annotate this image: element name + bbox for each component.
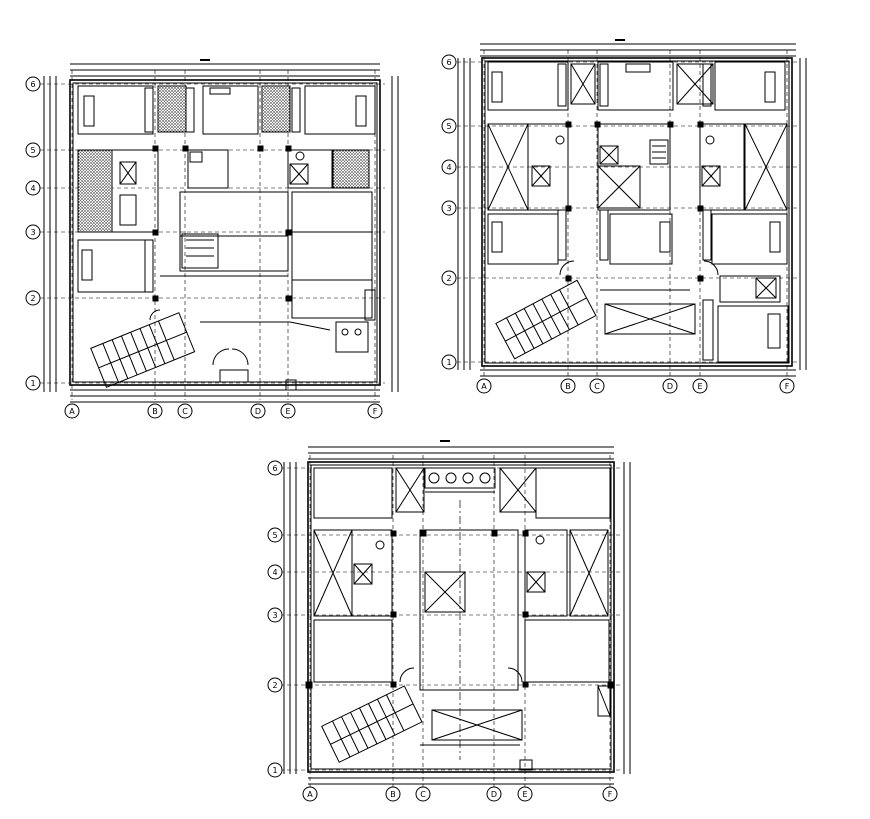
- axis-bubble-col-c-label: C: [420, 790, 426, 799]
- axis-bubble-col-f-label: F: [373, 407, 378, 416]
- axis-bubble-col-c-label: C: [594, 382, 600, 391]
- axis-bubble-col-f: F: [602, 786, 618, 802]
- axis-bubble-col-b-label: B: [390, 790, 396, 799]
- axis-bubble-col-f-label: F: [785, 382, 790, 391]
- axis-bubble-row-5-label: 5: [272, 531, 277, 540]
- axis-bubble-col-d-label: D: [667, 382, 673, 391]
- axis-bubble-col-c-label: C: [182, 407, 188, 416]
- axis-bubble-col-c: C: [415, 786, 431, 802]
- axis-bubble-row-1-label: 1: [272, 766, 277, 775]
- axis-bubble-row-3-label: 3: [272, 611, 277, 620]
- axis-bubble-row-1-label: 1: [446, 358, 451, 367]
- axis-bubble-row-6-label: 6: [272, 464, 277, 473]
- axis-bubble-col-d: D: [486, 786, 502, 802]
- axis-bubble-col-a: A: [476, 378, 492, 394]
- axis-bubble-row-5: 5: [25, 142, 41, 158]
- axis-bubble-col-e: E: [692, 378, 708, 394]
- axis-bubble-row-6: 6: [441, 54, 457, 70]
- axis-bubble-col-e-label: E: [285, 407, 290, 416]
- axis-bubble-col-e: E: [517, 786, 533, 802]
- plan-top-right-axis-bubbles: A B C D E F 1 2 3 4 5 6: [441, 54, 795, 394]
- axis-bubble-row-3: 3: [25, 224, 41, 240]
- axis-bubble-row-5: 5: [441, 118, 457, 134]
- axis-bubble-col-d-label: D: [491, 790, 497, 799]
- axis-bubble-col-d: D: [250, 403, 266, 419]
- axis-bubble-row-2: 2: [25, 290, 41, 306]
- axis-bubble-row-2: 2: [441, 270, 457, 286]
- axis-bubble-col-e-label: E: [522, 790, 527, 799]
- axis-bubble-row-3: 3: [267, 607, 283, 623]
- axis-bubble-row-6-label: 6: [30, 80, 35, 89]
- axis-bubble-col-b: B: [560, 378, 576, 394]
- axis-bubble-col-f: F: [779, 378, 795, 394]
- axis-bubble-col-a-label: A: [307, 790, 313, 799]
- axis-bubble-row-2-label: 2: [446, 274, 451, 283]
- axis-bubble-row-2: 2: [267, 677, 283, 693]
- axis-bubble-col-b-label: B: [152, 407, 158, 416]
- plan-bottom-axis-bubbles: A B C D E F 1 2 3 4 5 6: [267, 460, 618, 802]
- axis-bubble-row-3-label: 3: [30, 228, 35, 237]
- axis-bubble-col-b: B: [385, 786, 401, 802]
- axis-bubble-col-d-label: D: [255, 407, 261, 416]
- plan-top-left: [40, 59, 399, 403]
- axis-bubble-row-4: 4: [441, 159, 457, 175]
- axis-bubble-row-1: 1: [441, 354, 457, 370]
- axis-bubble-row-5-label: 5: [446, 122, 451, 131]
- axis-bubble-row-6: 6: [267, 460, 283, 476]
- plan-top-right: [450, 39, 807, 380]
- axis-bubble-row-5: 5: [267, 527, 283, 543]
- axis-bubble-row-1-label: 1: [30, 379, 35, 388]
- axis-bubble-row-4: 4: [267, 564, 283, 580]
- axis-bubble-col-c: C: [589, 378, 605, 394]
- axis-bubble-row-5-label: 5: [30, 146, 35, 155]
- axis-bubble-row-2-label: 2: [30, 294, 35, 303]
- plan-bottom: [280, 440, 631, 790]
- axis-bubble-row-4: 4: [25, 180, 41, 196]
- axis-bubble-row-4-label: 4: [30, 184, 35, 193]
- axis-bubble-row-3: 3: [441, 200, 457, 216]
- axis-bubble-col-f: F: [367, 403, 383, 419]
- axis-bubble-row-3-label: 3: [446, 204, 451, 213]
- axis-bubble-row-1: 1: [267, 762, 283, 778]
- axis-bubble-row-2-label: 2: [272, 681, 277, 690]
- axis-bubble-row-4-label: 4: [272, 568, 277, 577]
- axis-bubble-col-a: A: [302, 786, 318, 802]
- axis-bubble-row-6: 6: [25, 76, 41, 92]
- axis-bubble-col-a-label: A: [481, 382, 487, 391]
- axis-bubble-row-1: 1: [25, 375, 41, 391]
- axis-bubble-col-f-label: F: [608, 790, 613, 799]
- axis-bubble-col-b-label: B: [565, 382, 571, 391]
- axis-bubble-col-b: B: [147, 403, 163, 419]
- plan-top-left-axis-bubbles: A B C D E F 1 2 3 4 5 6: [25, 76, 383, 419]
- axis-bubble-col-d: D: [662, 378, 678, 394]
- axis-bubble-col-e-label: E: [697, 382, 702, 391]
- axis-bubble-col-c: C: [177, 403, 193, 419]
- axis-bubble-col-a-label: A: [69, 407, 75, 416]
- axis-bubble-col-e: E: [280, 403, 296, 419]
- axis-bubble-col-a: A: [64, 403, 80, 419]
- axis-bubble-row-4-label: 4: [446, 163, 451, 172]
- axis-bubble-row-6-label: 6: [446, 58, 451, 67]
